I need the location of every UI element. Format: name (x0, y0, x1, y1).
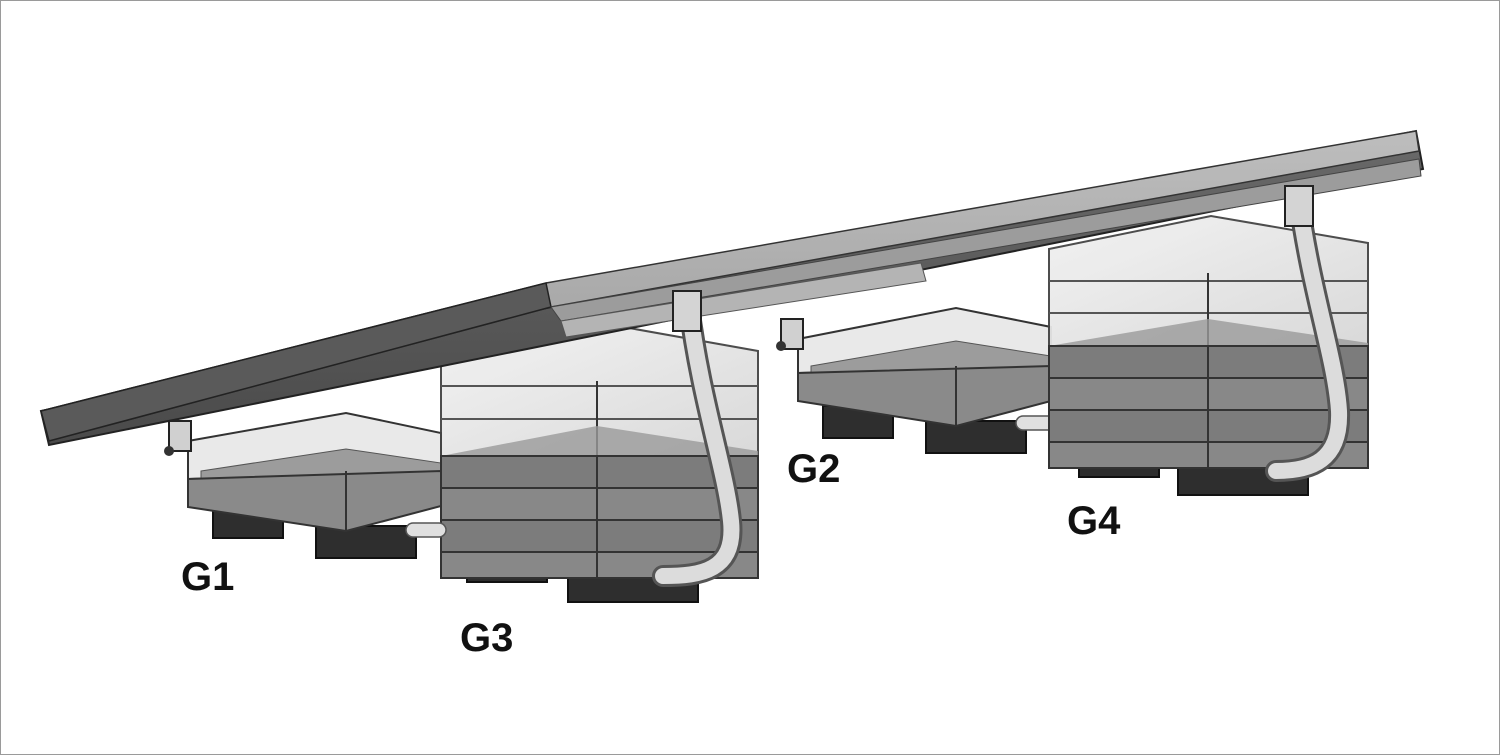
label-g2: G2 (787, 447, 841, 491)
ballast-block-g4 (1048, 214, 1369, 496)
front-clamp-g2 (776, 318, 804, 351)
label-g1: G1 (181, 555, 235, 599)
ballast-block-g2 (797, 306, 1057, 454)
ballast-block-g1 (187, 411, 442, 559)
rear-support-leg-g3 (652, 290, 743, 587)
solar-panel (39, 129, 1425, 447)
label-g3: G3 (460, 616, 514, 660)
rear-support-leg-g4 (1265, 185, 1351, 482)
front-clamp-g1 (164, 420, 192, 456)
label-g4: G4 (1067, 499, 1121, 543)
